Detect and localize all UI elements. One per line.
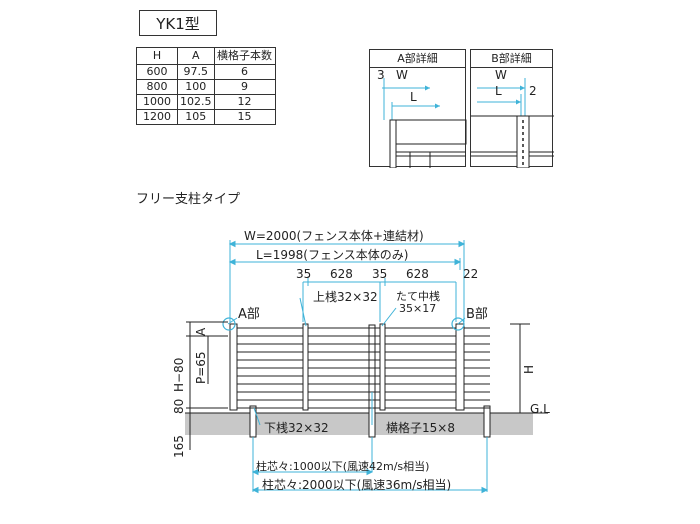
ground-area xyxy=(185,413,533,435)
dim-628-left: 628 xyxy=(330,267,353,281)
header-h: H xyxy=(136,47,178,65)
detail-a-dim-l: L xyxy=(410,90,417,104)
detail-a-marker xyxy=(222,317,236,331)
cell: 6 xyxy=(213,64,276,80)
header-count: 横格子本数 xyxy=(213,47,276,65)
left-dimensions xyxy=(186,321,228,450)
label-side-p: P=65 xyxy=(194,351,208,384)
section-title: フリー支柱タイプ xyxy=(136,192,241,207)
label-mid-post-2: 35×17 xyxy=(399,302,437,315)
dim-w-total: W=2000(フェンス本体+連結材) xyxy=(244,229,424,243)
dim-35-right: 35 xyxy=(372,267,388,281)
cell: 105 xyxy=(177,109,215,125)
table-row: 1000 102.5 12 xyxy=(136,94,276,110)
label-bottom-rail: 下桟32×32 xyxy=(264,421,329,435)
label-side-80: 80 xyxy=(172,398,186,414)
cell: 600 xyxy=(136,64,178,80)
dim-22: 22 xyxy=(463,267,479,281)
cell: 9 xyxy=(213,79,276,95)
dim-l-total: L=1998(フェンス本体のみ) xyxy=(256,248,409,262)
label-side-a: A xyxy=(194,327,208,336)
label-pitch-2: 柱芯々:2000以下(風速36m/s相当) xyxy=(262,478,452,492)
detail-a-panel: A部詳細 3 W L xyxy=(369,49,467,168)
cell: 102.5 xyxy=(177,94,215,110)
detail-b-title: B部詳細 xyxy=(471,50,552,68)
cell: 800 xyxy=(136,79,178,95)
cell: 1000 xyxy=(136,94,178,110)
detail-b-panel: B部詳細 W L 2 xyxy=(470,49,554,168)
label-slat: 横格子15×8 xyxy=(386,421,455,435)
detail-a-dim-3: 3 xyxy=(377,68,385,82)
cell: 100 xyxy=(177,79,215,95)
next-panel-stub xyxy=(464,327,490,409)
label-pitch-1: 柱芯々:1000以下(風速42m/s相当) xyxy=(256,460,430,473)
detail-b-marker xyxy=(451,317,465,331)
detail-b-dim-w: W xyxy=(495,68,507,82)
leader-lines xyxy=(227,297,466,426)
dim-628-right: 628 xyxy=(406,267,429,281)
label-part-b: B部 xyxy=(466,307,488,322)
label-side-h80: H−80 xyxy=(172,357,186,392)
detail-a-dim-w: W xyxy=(396,68,408,82)
detail-b-dim-2: 2 xyxy=(529,84,537,98)
detail-b-dim-l: L xyxy=(495,84,502,98)
cell: 15 xyxy=(213,109,276,125)
label-mid-post-1: たて中桟 xyxy=(396,290,440,303)
label-gl: G.L xyxy=(530,402,550,416)
label-right-h: H xyxy=(522,364,536,374)
cell: 12 xyxy=(213,94,276,110)
detail-a-title: A部詳細 xyxy=(370,50,465,68)
table-row: 800 100 9 xyxy=(136,79,276,95)
model-label: YK1型 xyxy=(139,10,217,36)
detail-b-drawing xyxy=(471,78,554,168)
table-row: 600 97.5 6 xyxy=(136,64,276,80)
label-part-a: A部 xyxy=(238,307,260,322)
label-side-165: 165 xyxy=(172,435,186,458)
fence-body xyxy=(229,323,465,411)
table-row: 1200 105 15 xyxy=(136,109,276,125)
header-a: A xyxy=(177,47,215,65)
label-top-rail: 上桟32×32 xyxy=(313,290,378,304)
spec-table: H A 横格子本数 600 97.5 6 800 100 9 1000 102.… xyxy=(136,47,276,125)
spec-table-header: H A 横格子本数 xyxy=(136,47,276,65)
dim-35-left: 35 xyxy=(296,267,312,281)
cell: 1200 xyxy=(136,109,178,125)
detail-a-drawing xyxy=(382,78,467,168)
cell: 97.5 xyxy=(177,64,215,80)
